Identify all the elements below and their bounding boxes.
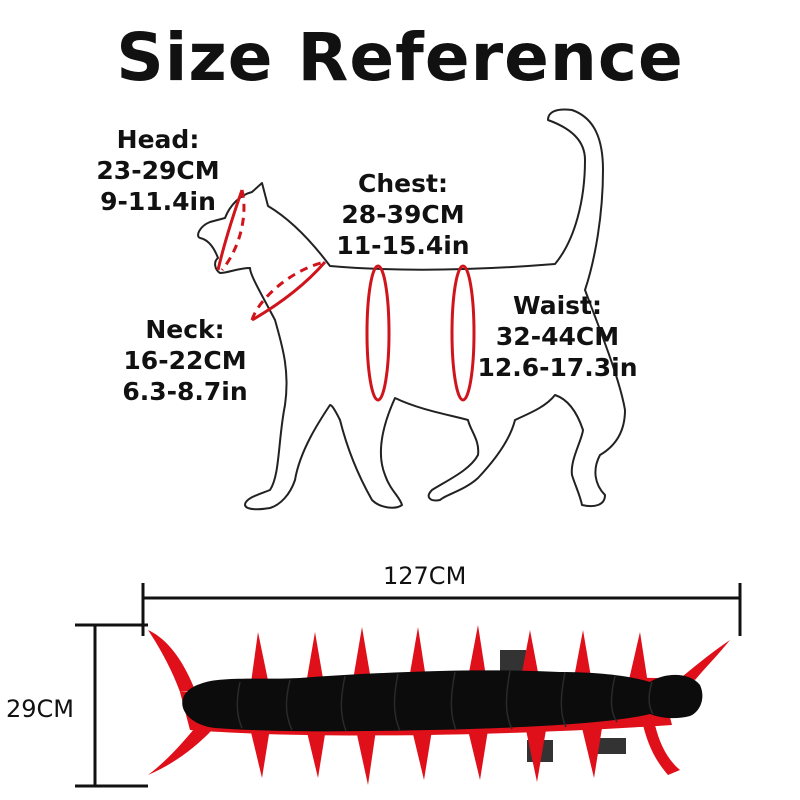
neck-label: Neck: (145, 315, 225, 344)
strap-end (592, 738, 626, 754)
strap-top (500, 650, 526, 672)
waist-measurement: Waist: 32-44CM 12.6-17.3in (470, 290, 645, 383)
legs-top (148, 625, 730, 692)
centipede-toy-image (148, 625, 730, 785)
legs-bottom (148, 722, 680, 785)
head-inch: 9-11.4in (100, 187, 216, 216)
neck-cm: 16-22CM (123, 346, 247, 375)
waist-cm: 32-44CM (495, 322, 620, 351)
head-marker (216, 189, 246, 271)
page-title: Size Reference (116, 19, 684, 96)
head-label: Head: (116, 125, 200, 154)
waist-inch: 12.6-17.3in (477, 353, 638, 382)
chest-marker (365, 264, 391, 402)
cat-outline (197, 108, 626, 511)
chest-cm: 28-39CM (341, 200, 465, 229)
chest-label: Chest: (358, 169, 448, 198)
body-plush (182, 670, 703, 732)
waist-marker (450, 264, 476, 402)
body-segments (236, 670, 654, 732)
neck-inch: 6.3-8.7in (122, 377, 248, 406)
head-measurement: Head: 23-29CM 9-11.4in (88, 124, 228, 217)
waist-label: Waist: (513, 291, 602, 320)
head-cm: 23-29CM (96, 156, 220, 185)
chest-inch: 11-15.4in (336, 231, 470, 260)
dimension-lines (75, 583, 742, 788)
product-length: 127CM (383, 562, 467, 590)
chest-measurement: Chest: 28-39CM 11-15.4in (318, 168, 488, 261)
neck-measurement: Neck: 16-22CM 6.3-8.7in (110, 314, 260, 407)
measurement-markers (216, 189, 476, 402)
product-width: 29CM (6, 695, 75, 723)
neck-marker (250, 260, 327, 322)
